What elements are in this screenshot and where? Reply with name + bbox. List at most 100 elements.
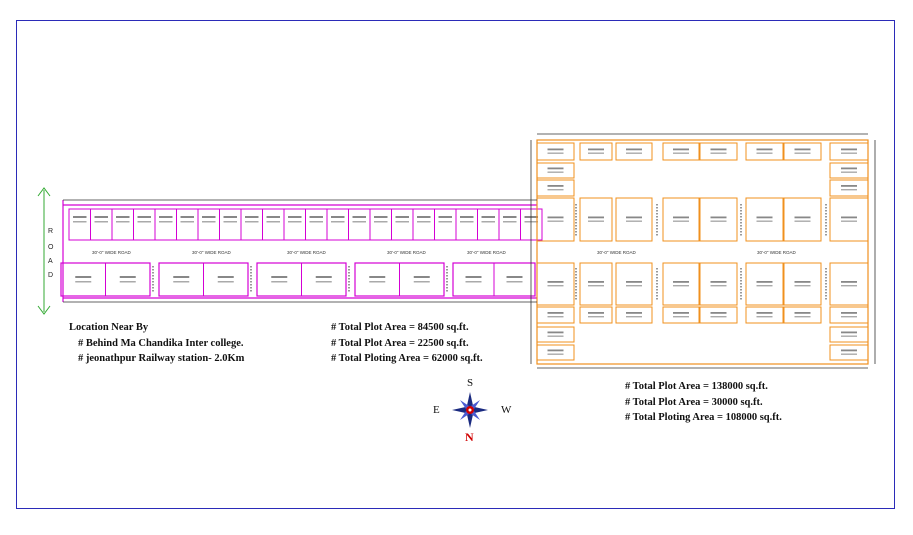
- plot-text-mark: [137, 221, 151, 223]
- plot-cell: [699, 306, 738, 324]
- plot-text-mark: [481, 216, 495, 218]
- plot-cell: [745, 306, 784, 324]
- plot-cell: [829, 162, 869, 179]
- plot-cell: [829, 262, 869, 306]
- plot-text-mark: [588, 285, 604, 287]
- left-total-ploting-area: # Total Ploting Area = 62000 sq.ft.: [331, 353, 483, 364]
- plot-text-mark: [417, 216, 431, 218]
- road-width-label: 30'-0" WIDE ROAD: [192, 250, 231, 255]
- road-letter: O: [48, 244, 54, 251]
- plot-text-mark: [73, 221, 87, 223]
- plot-cell: [536, 142, 575, 161]
- plot-text-mark: [794, 312, 811, 314]
- plot-text-mark: [673, 316, 689, 318]
- plot-text-mark: [116, 216, 130, 218]
- plot-cell: [369, 208, 392, 241]
- plot-text-mark: [756, 285, 773, 287]
- plot-text-mark: [481, 221, 495, 223]
- plot-cell: [615, 197, 653, 242]
- plot-text-mark: [794, 216, 811, 219]
- plot-text-mark: [75, 276, 92, 278]
- plot-text-mark: [173, 276, 190, 278]
- plot-text-mark: [626, 285, 642, 287]
- plot-text-mark: [841, 312, 857, 314]
- plot-cell: [391, 208, 414, 241]
- plot-text-mark: [794, 148, 811, 151]
- plot-text-mark: [119, 281, 136, 283]
- plot-text-mark: [710, 220, 727, 222]
- plot-cell: [615, 262, 653, 306]
- plot-text-mark: [503, 216, 517, 218]
- plot-text-mark: [673, 148, 689, 151]
- plot-cell: [111, 208, 134, 241]
- plot-cell: [348, 208, 371, 241]
- right-plot-group: [536, 139, 869, 365]
- plot-boundary: [536, 139, 869, 365]
- plot-text-mark: [331, 221, 345, 223]
- plot-text-mark: [547, 335, 564, 337]
- compass-label-north: N: [465, 430, 474, 444]
- plot-text-mark: [673, 312, 689, 314]
- plot-text-mark: [841, 349, 857, 352]
- plot-cell: [536, 179, 575, 197]
- plot-text-mark: [506, 281, 523, 283]
- plot-text-mark: [547, 171, 564, 173]
- road-width-label: 30'-0" WIDE ROAD: [92, 250, 131, 255]
- right-total-ploting-area: # Total Ploting Area = 108000 sq.ft.: [625, 412, 782, 423]
- plot-text-mark: [137, 216, 151, 218]
- plot-cell: [745, 142, 784, 161]
- plot-text-mark: [116, 221, 130, 223]
- plot-cell: [662, 262, 700, 306]
- plot-text-mark: [710, 281, 727, 283]
- drawing-frame: [16, 20, 895, 509]
- plot-text-mark: [547, 148, 564, 151]
- plot-text-mark: [673, 152, 689, 154]
- plot-text-mark: [756, 281, 773, 283]
- road-width-label: 30'-0" WIDE ROAD: [287, 250, 326, 255]
- plot-cell: [412, 208, 435, 241]
- plot-text-mark: [841, 285, 857, 287]
- road-marker-arrow: [37, 187, 51, 197]
- plot-cell: [536, 162, 575, 179]
- plot-text-mark: [841, 185, 857, 187]
- plot-text-mark: [756, 152, 773, 154]
- plot-cell: [240, 208, 263, 241]
- plot-text-mark: [73, 216, 87, 218]
- plot-cell: [615, 142, 653, 161]
- plot-text-mark: [271, 281, 288, 283]
- plot-text-mark: [460, 216, 474, 218]
- plot-text-mark: [588, 152, 604, 154]
- plot-cell: [699, 197, 738, 242]
- plot-text-mark: [413, 281, 430, 283]
- plot-cell: [783, 306, 822, 324]
- plot-text-mark: [673, 285, 689, 287]
- compass-label-left: E: [433, 404, 440, 416]
- plot-text-mark: [94, 216, 108, 218]
- location-line: # Behind Ma Chandika Inter college.: [78, 338, 244, 349]
- plot-text-mark: [547, 189, 564, 191]
- plot-text-mark: [288, 221, 302, 223]
- plot-text-mark: [756, 216, 773, 219]
- plot-cell: [68, 208, 91, 241]
- plot-cell: [579, 306, 613, 324]
- plot-text-mark: [547, 281, 564, 283]
- plot-text-mark: [506, 276, 523, 278]
- plot-text-mark: [710, 216, 727, 219]
- plot-text-mark: [756, 316, 773, 318]
- plot-text-mark: [547, 167, 564, 170]
- plot-text-mark: [710, 152, 727, 154]
- plot-cell: [536, 262, 575, 306]
- plot-text-mark: [374, 221, 388, 223]
- plot-text-mark: [756, 148, 773, 151]
- plot-text-mark: [465, 281, 482, 283]
- road-width-label: 30'-0" WIDE ROAD: [467, 250, 506, 255]
- plot-text-mark: [673, 216, 689, 219]
- location-title: Location Near By: [69, 322, 149, 333]
- plot-text-mark: [369, 276, 386, 278]
- plot-text-mark: [309, 216, 323, 218]
- plot-text-mark: [626, 316, 642, 318]
- plot-text-mark: [395, 216, 409, 218]
- plot-text-mark: [173, 281, 190, 283]
- plot-text-mark: [315, 276, 332, 278]
- plot-text-mark: [271, 276, 288, 278]
